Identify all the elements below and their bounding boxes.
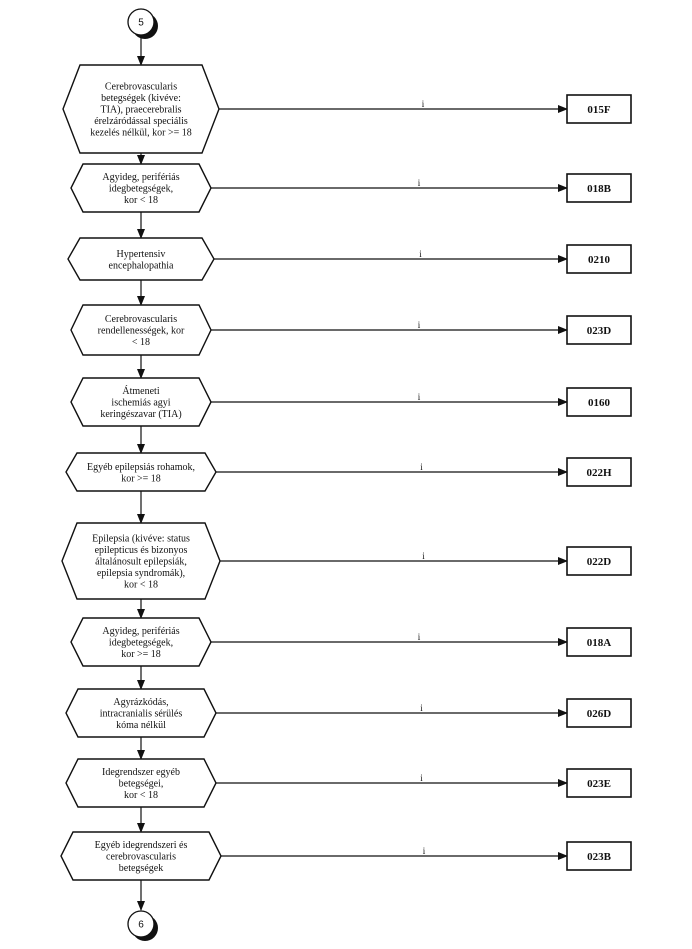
result-code-box: 018A (566, 627, 632, 657)
connector-circle: 5 (127, 8, 158, 39)
result-code-box: 0210 (566, 244, 632, 274)
decision-label-line: kor < 18 (124, 580, 158, 591)
decision-label-line: cerebrovascularis (106, 852, 176, 863)
result-code: 015F (587, 104, 611, 116)
decision-shape (65, 758, 217, 808)
edge-label: i (420, 462, 423, 472)
decision-label-line: Idegrendszer egyéb (102, 767, 180, 778)
decision-label-line: Cerebrovascularis (105, 314, 177, 325)
result-code: 023D (587, 325, 612, 337)
edge-label: i (418, 392, 421, 402)
edge-label: i (418, 632, 421, 642)
edge-label: i (419, 249, 422, 259)
decision-label-line: Hypertensiv (117, 249, 166, 260)
decision-label-line: általánosult epilepsiák, (95, 557, 187, 568)
decision-label-line: keringészavar (TIA) (100, 409, 181, 420)
decision-label-line: betegségek (kivéve: (101, 93, 181, 104)
decision-label-line: Agyrázkódás, (113, 697, 168, 708)
result-code-box: 023D (566, 315, 632, 345)
decision-label-line: kor < 18 (124, 195, 158, 206)
edge-label: i (422, 551, 425, 561)
decision-label-line: < 18 (132, 337, 150, 348)
decision-label-line: Agyideg, perifériás (102, 626, 179, 637)
result-code: 022H (586, 467, 612, 479)
decision-shape (61, 522, 221, 600)
decision-label-line: TIA), praecerebralis (100, 105, 181, 116)
decision-label-line: kóma nélkül (116, 720, 166, 731)
result-code: 0210 (588, 254, 611, 266)
decision-shape (60, 831, 222, 881)
decision-shape (65, 688, 217, 738)
decision-label-line: idegbetegségek, (109, 638, 173, 649)
result-code-box: 0160 (566, 387, 632, 417)
decision-label-line: Agyideg, perifériás (102, 172, 179, 183)
decision-shape (70, 617, 212, 667)
decision-label-line: kezelés nélkül, kor >= 18 (90, 128, 192, 139)
decision-node: Egyéb idegrendszeri éscerebrovascularisb… (60, 831, 222, 881)
edge-label: i (422, 99, 425, 109)
decision-label-line: Átmeneti (122, 385, 159, 397)
decision-shape (70, 377, 212, 427)
result-code: 023B (587, 851, 612, 863)
decision-label-line: betegségei, (119, 779, 164, 790)
decision-shape (62, 64, 220, 154)
decision-label-line: encephalopathia (109, 260, 175, 271)
decision-label-line: idegbetegségek, (109, 184, 173, 195)
result-code: 018A (587, 637, 612, 649)
result-code: 026D (587, 708, 612, 720)
decision-label-line: kor >= 18 (121, 473, 161, 484)
result-code-box: 023B (566, 841, 632, 871)
result-code: 022D (587, 556, 612, 568)
edge-label: i (420, 703, 423, 713)
decision-label-line: érelzáródással speciális (94, 116, 188, 127)
decision-shape (70, 304, 212, 356)
connector-label: 6 (138, 920, 144, 931)
connector-circle: 6 (127, 910, 158, 941)
result-code-box: 023E (566, 768, 632, 798)
result-code-box: 015F (566, 94, 632, 124)
decision-shape (65, 452, 217, 492)
result-code-box: 022H (566, 457, 632, 487)
decision-label-line: betegségek (119, 863, 163, 874)
edge-label: i (420, 773, 423, 783)
decision-label-line: Cerebrovascularis (105, 82, 177, 93)
decision-label-line: kor >= 18 (121, 649, 161, 660)
decision-label-line: Epilepsia (kivéve: status (92, 534, 190, 545)
decision-node: Egyéb epilepsiás rohamok,kor >= 18 (65, 452, 217, 492)
decision-shape (70, 163, 212, 213)
result-code-box: 022D (566, 546, 632, 576)
connector-label: 5 (138, 18, 144, 29)
decision-label-line: kor < 18 (124, 790, 158, 801)
result-code-box: 026D (566, 698, 632, 728)
decision-label-line: rendellenességek, kor (98, 326, 185, 337)
decision-label-line: ischemiás agyi (111, 398, 170, 409)
decision-label-line: intracranialis sérülés (100, 709, 183, 720)
result-code: 023E (587, 778, 611, 790)
edge-label: i (423, 846, 426, 856)
decision-shape (67, 237, 215, 281)
result-code: 018B (587, 183, 612, 195)
decision-label-line: Egyéb idegrendszeri és (95, 840, 188, 851)
decision-label-line: epilepsia syndromák), (97, 568, 185, 579)
result-code-box: 018B (566, 173, 632, 203)
result-code: 0160 (588, 397, 611, 409)
edge-label: i (418, 320, 421, 330)
edge-label: i (418, 178, 421, 188)
decision-label-line: Egyéb epilepsiás rohamok, (87, 462, 195, 473)
decision-label-line: epilepticus és bizonyos (95, 545, 188, 556)
